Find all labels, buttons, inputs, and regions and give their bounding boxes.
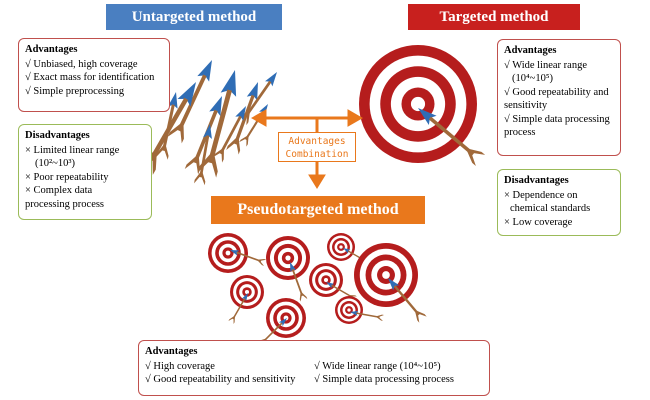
combination-arrows <box>250 109 364 189</box>
untargeted-advantage-item: √ Unbiased, high coverage <box>25 58 138 70</box>
targeted-advantage-item: (10⁴~10⁵) <box>512 73 553 84</box>
untargeted-method-banner: Untargeted method <box>106 4 282 30</box>
targeted-disadvantage-item: × Dependence on <box>504 189 578 201</box>
targeted-disadvantage-item: chemical standards <box>510 203 591 214</box>
target-illustration <box>359 44 487 168</box>
pseudotargeted-advantage-item: √ Simple data processing process <box>314 374 454 385</box>
pseudotargeted-advantage-item: √ High coverage <box>145 360 215 372</box>
targeted-method-banner: Targeted method <box>408 4 580 30</box>
targeted-disadvantages-title: Disadvantages <box>504 175 569 186</box>
advantages-combination-box: Advantages Combination <box>278 132 356 162</box>
untargeted-advantages-box: Advantages √ Unbiased, high coverage √ E… <box>18 38 170 112</box>
combination-line-2: Combination <box>285 149 349 160</box>
targeted-advantage-item: √ Wide linear range <box>504 59 587 71</box>
pseudotargeted-advantages-box: Advantages √ High coverage √ Good repeat… <box>138 340 490 396</box>
targeted-advantage-item: sensitivity <box>504 100 548 111</box>
targeted-advantage-item: √ Simple data processing <box>504 113 610 125</box>
untargeted-disadvantage-item: × Limited linear range <box>25 144 120 156</box>
untargeted-disadvantage-item: × Complex data <box>25 185 93 196</box>
targeted-advantages-box: Advantages √ Wide linear range (10⁴~10⁵)… <box>497 39 621 156</box>
targeted-advantages-title: Advantages <box>504 45 557 56</box>
pseudotargeted-advantage-item: √ Good repeatability and sensitivity <box>145 374 296 385</box>
targeted-disadvantage-item: × Low coverage <box>504 216 573 228</box>
untargeted-advantage-item: √ Exact mass for identification <box>25 72 155 83</box>
combination-line-1: Advantages <box>288 136 346 147</box>
multi-target-illustration <box>208 233 428 348</box>
untargeted-disadvantage-item: processing process <box>25 198 105 210</box>
untargeted-disadvantages-title: Disadvantages <box>25 130 90 141</box>
targeted-advantage-item: process <box>504 127 536 138</box>
untargeted-advantage-item: √ Simple preprocessing <box>25 85 125 97</box>
untargeted-disadvantages-box: Disadvantages × Limited linear range (10… <box>18 124 152 220</box>
targeted-disadvantages-box: Disadvantages × Dependence on chemical s… <box>497 169 621 236</box>
pseudotargeted-advantages-title: Advantages <box>145 346 198 357</box>
untargeted-disadvantage-item: × Poor repeatability <box>25 171 109 183</box>
pseudotargeted-advantage-item: √ Wide linear range (10⁴~10⁵) <box>314 360 441 372</box>
untargeted-advantages-title: Advantages <box>25 44 78 55</box>
untargeted-disadvantage-item: (10²~10³) <box>35 158 75 169</box>
pseudotargeted-method-banner: Pseudotargeted method <box>211 196 425 224</box>
targeted-advantage-item: √ Good repeatability and <box>504 86 609 98</box>
